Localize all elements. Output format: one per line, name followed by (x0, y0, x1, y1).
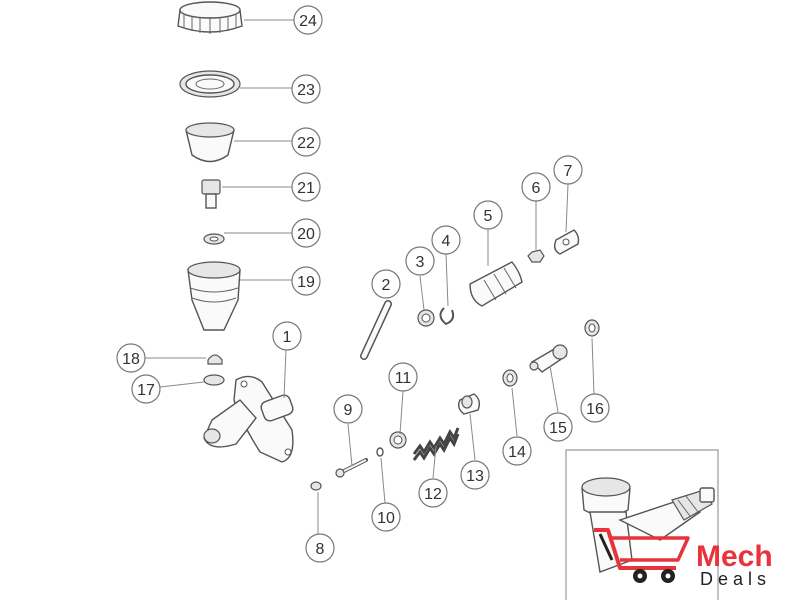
callout-7: 7 (553, 155, 583, 185)
part-6-nut (527, 249, 545, 263)
part-8-ring (310, 481, 322, 491)
callout-8: 8 (305, 533, 335, 563)
callout-1-text: 1 (283, 329, 292, 346)
part-10-small-ring (376, 447, 384, 457)
callout-18-text: 18 (122, 351, 140, 368)
callout-2-text: 2 (382, 277, 391, 294)
callout-22-text: 22 (297, 135, 315, 152)
callout-20-text: 20 (297, 226, 315, 243)
shopping-cart-icon (594, 528, 690, 570)
gear-icon (633, 569, 675, 583)
callout-24-text: 24 (299, 13, 317, 30)
part-24-reservoir-cap (177, 1, 243, 34)
part-7-clevis (553, 229, 580, 255)
callout-5-text: 5 (484, 208, 493, 225)
callout-13: 13 (460, 460, 490, 490)
callout-5: 5 (473, 200, 503, 230)
callout-20: 20 (291, 218, 321, 248)
part-12-spring (412, 427, 460, 461)
callout-12: 12 (418, 478, 448, 508)
callout-14: 14 (502, 436, 532, 466)
part-19-reservoir-body (187, 261, 241, 331)
callout-15-text: 15 (549, 420, 567, 437)
part-2-pin (360, 300, 392, 360)
callout-14-text: 14 (508, 444, 526, 461)
part-18-plug (207, 354, 223, 365)
part-17-seal-ring (203, 374, 225, 386)
callout-17: 17 (131, 374, 161, 404)
callout-11-text: 11 (395, 370, 412, 387)
logo-word-mech: Mech (696, 540, 773, 573)
callout-6: 6 (521, 172, 551, 202)
callout-3-text: 3 (416, 254, 425, 271)
part-5-dust-boot (469, 261, 523, 307)
callout-23: 23 (291, 74, 321, 104)
part-23-diaphragm (179, 70, 241, 98)
callout-16-text: 16 (586, 401, 604, 418)
callout-1: 1 (272, 321, 302, 351)
part-22-cup (185, 122, 235, 163)
callout-10: 10 (371, 502, 401, 532)
callout-11: 11 (388, 362, 418, 392)
callout-4-text: 4 (442, 233, 451, 250)
logo-word-deals: Deals (700, 569, 771, 589)
callout-21: 21 (291, 172, 321, 202)
callout-4: 4 (431, 225, 461, 255)
callout-9-text: 9 (344, 402, 353, 419)
part-1-master-cylinder (203, 375, 294, 463)
callout-22: 22 (291, 127, 321, 157)
callout-10-text: 10 (377, 510, 395, 527)
part-13-piston (457, 393, 481, 415)
leader-lines (145, 19, 595, 534)
callout-15: 15 (543, 412, 573, 442)
callout-8-text: 8 (316, 541, 325, 558)
mech-deals-logo: Mech Deals (594, 528, 773, 589)
callout-23-text: 23 (297, 82, 315, 99)
part-21-bolt (201, 179, 221, 209)
callout-6-text: 6 (532, 180, 541, 197)
assembled-view-inset (565, 449, 719, 600)
callout-21-text: 21 (297, 180, 315, 197)
part-16-seal (584, 319, 600, 337)
part-9-push-rod (335, 458, 368, 478)
part-3-washer-hole (421, 313, 431, 323)
part-20-washer-hole (209, 236, 219, 242)
part-14-seal (502, 369, 518, 387)
callout-19: 19 (291, 266, 321, 296)
callout-7-text: 7 (564, 163, 573, 180)
callout-13-text: 13 (466, 468, 484, 485)
callout-labels: 24 23 22 21 20 19 18 17 1 2 3 4 5 6 7 8 … (116, 5, 610, 563)
callout-3: 3 (405, 246, 435, 276)
part-4-circlip (439, 307, 455, 326)
callout-9: 9 (333, 394, 363, 424)
callout-12-text: 12 (424, 486, 442, 503)
callout-17-text: 17 (137, 382, 155, 399)
callout-16: 16 (580, 393, 610, 423)
callout-24: 24 (293, 5, 323, 35)
callout-2: 2 (371, 269, 401, 299)
callout-19-text: 19 (297, 274, 315, 291)
part-15-fitting (529, 344, 568, 373)
callout-18: 18 (116, 343, 146, 373)
part-11-retainer (389, 431, 407, 449)
